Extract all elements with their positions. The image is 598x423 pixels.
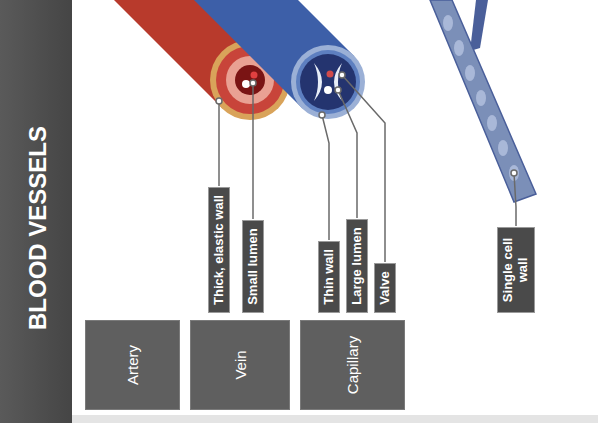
leader-dot bbox=[319, 112, 325, 118]
feature-label: Small lumen bbox=[246, 228, 261, 305]
leader-line bbox=[338, 90, 357, 218]
side-strip bbox=[72, 415, 598, 423]
feature-label-box: Small lumen bbox=[242, 220, 264, 313]
leader-dot bbox=[335, 87, 341, 93]
slide-title: BLOOD VESSELS bbox=[24, 126, 52, 330]
capillary-drawing bbox=[430, 0, 536, 202]
vessel-name: Capillary bbox=[344, 336, 361, 394]
leader-dot bbox=[339, 72, 345, 78]
feature-label-box: Large lumen bbox=[346, 219, 368, 313]
feature-label: Single cell wall bbox=[501, 235, 531, 305]
vessel-label-box: Capillary bbox=[300, 320, 405, 410]
vessel-name: Artery bbox=[124, 345, 141, 385]
vessel-name: Vein bbox=[232, 350, 249, 379]
feature-label: Thick, elastic wall bbox=[212, 195, 227, 305]
vein-drawing bbox=[194, 0, 365, 119]
leader-line bbox=[514, 173, 516, 226]
feature-label: Valve bbox=[378, 271, 393, 304]
vessel-label-box: Vein bbox=[190, 320, 290, 410]
feature-label: Large lumen bbox=[350, 227, 365, 304]
leader-dot bbox=[216, 98, 222, 104]
leader-line bbox=[218, 101, 220, 186]
feature-label-box: Thick, elastic wall bbox=[208, 187, 230, 313]
feature-label-box: Single cell wall bbox=[497, 227, 535, 313]
leader-dot bbox=[250, 80, 256, 86]
leader-line bbox=[252, 83, 254, 219]
feature-label-box: Valve bbox=[374, 263, 396, 313]
feature-label-box: Thin wall bbox=[318, 241, 340, 313]
vessel-label-box: Artery bbox=[85, 320, 180, 410]
leader-line bbox=[322, 115, 329, 240]
feature-label: Thin wall bbox=[322, 249, 337, 305]
leader-dot bbox=[511, 170, 517, 176]
